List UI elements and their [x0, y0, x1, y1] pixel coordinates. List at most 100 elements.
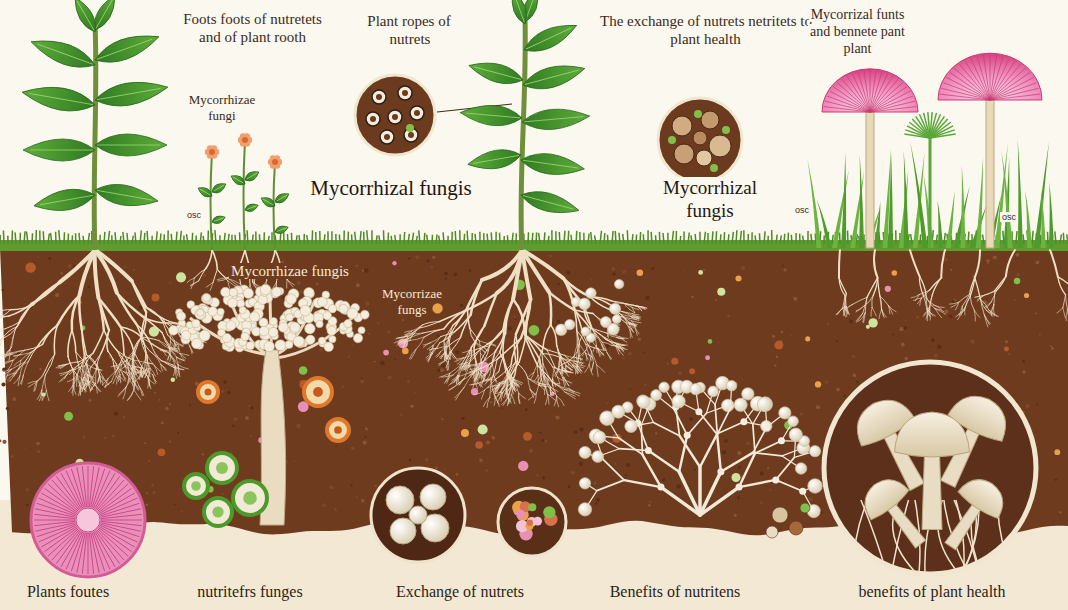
root [552, 382, 559, 384]
root [482, 250, 522, 280]
grass-blade [1032, 231, 1033, 244]
grass-blade [287, 234, 289, 244]
root [511, 383, 517, 391]
root [616, 344, 620, 351]
soil-grain [152, 491, 155, 494]
soil-particle [529, 325, 540, 336]
soil-grain [475, 346, 477, 348]
soil-grain [375, 485, 377, 487]
root [84, 354, 88, 371]
soil-grain [557, 283, 560, 286]
soil-grain [442, 364, 446, 368]
grass-blade [327, 231, 329, 244]
soil-grain [1059, 511, 1061, 513]
root [552, 382, 559, 385]
soil-grain [2, 440, 6, 444]
root [129, 378, 133, 385]
root [542, 380, 548, 394]
soil-grain [645, 296, 649, 300]
soil-grain [245, 416, 249, 420]
soil-grain [622, 357, 624, 359]
grass-blade [431, 235, 433, 244]
soil-grain [169, 403, 172, 406]
grass-blade [363, 232, 365, 244]
root [114, 366, 124, 372]
root [484, 380, 495, 390]
root [0, 338, 3, 346]
root [103, 378, 108, 384]
soil-grain [689, 417, 693, 421]
soil-grain [36, 442, 40, 446]
root [190, 281, 198, 286]
root [453, 307, 468, 326]
grass-blade [683, 232, 685, 244]
grass-blade [156, 231, 157, 244]
soil-grain [1039, 334, 1041, 336]
root [456, 358, 463, 359]
root [476, 344, 487, 355]
grass-blade [539, 233, 540, 244]
grass-blade [650, 232, 652, 244]
root [151, 344, 162, 361]
soil-grain [426, 259, 429, 262]
grass-blade [803, 236, 804, 244]
grass-blade [315, 232, 317, 244]
soil-grain [899, 327, 903, 331]
root [130, 374, 134, 381]
soil-grain [356, 265, 358, 267]
root [67, 362, 79, 364]
root [429, 348, 437, 350]
root [519, 393, 526, 398]
root [637, 306, 642, 311]
root [597, 365, 605, 372]
root [170, 355, 175, 361]
soil-grain [415, 255, 419, 259]
root [506, 373, 513, 382]
grass-blade [195, 236, 197, 244]
grass-blade [983, 234, 984, 244]
soil-particle [1054, 449, 1060, 455]
soil-grain [334, 508, 337, 511]
grass-blade [600, 231, 601, 244]
grass-blade [403, 232, 405, 244]
root [630, 330, 632, 338]
grass-blade [355, 232, 356, 244]
grass-blade [936, 235, 937, 244]
grass-blade [715, 231, 717, 244]
root [148, 377, 150, 386]
root [133, 373, 139, 386]
soil-grain [394, 358, 396, 360]
grass-blade [675, 231, 677, 244]
root [445, 352, 451, 359]
root [498, 381, 507, 387]
grass-blade [231, 235, 233, 244]
grass-blade [694, 234, 696, 244]
soil-particle [1014, 278, 1020, 284]
root [495, 385, 499, 394]
grass-blade [591, 232, 592, 244]
root [480, 353, 481, 362]
root [481, 379, 490, 381]
soil-particle [805, 336, 810, 341]
grass-blade [255, 232, 257, 244]
root [446, 352, 447, 359]
soil-grain [177, 432, 179, 434]
root [450, 364, 462, 373]
soil-grain [456, 473, 459, 476]
soil-grain [425, 458, 429, 462]
soil-grain [441, 418, 443, 420]
root [147, 379, 149, 388]
soil-grain [808, 497, 812, 501]
grass-blade [711, 231, 713, 244]
root [500, 386, 505, 392]
soil-grain [827, 323, 829, 325]
root [160, 350, 166, 351]
root [37, 371, 45, 381]
root [565, 371, 574, 373]
root [415, 325, 423, 333]
grass-blade [43, 231, 45, 244]
soil-grain [60, 272, 62, 274]
root [491, 352, 495, 366]
root [3, 354, 12, 356]
root [141, 369, 147, 376]
